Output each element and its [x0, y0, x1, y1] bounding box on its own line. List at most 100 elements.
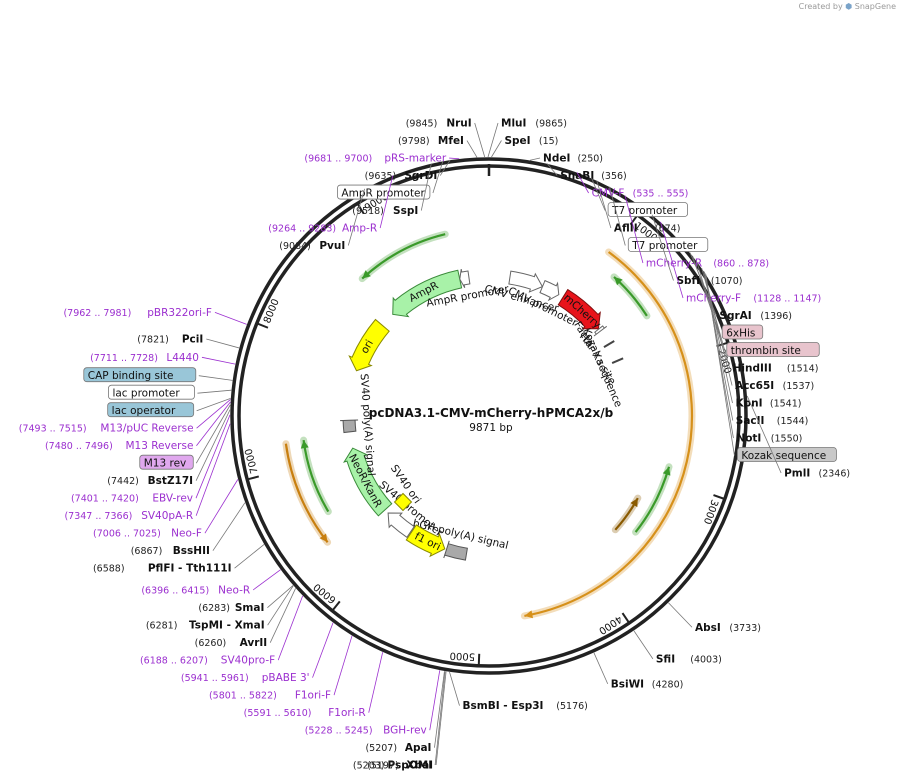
leader-line — [491, 140, 502, 158]
label-absi: AbsI(3733) — [695, 622, 761, 634]
ring-tick-8000 — [257, 322, 269, 329]
leader-line — [449, 157, 460, 160]
leader-line — [195, 404, 231, 464]
label-name: SpeI — [504, 135, 530, 147]
plasmid-length: 9871 bp — [469, 422, 513, 434]
inner-arc-arrowhead — [524, 610, 533, 619]
label-name: Amp-R — [342, 223, 377, 235]
label-ampr-promoter: AmpR promoter — [337, 184, 431, 200]
label-sacii: SacII(1544) — [736, 415, 809, 427]
label-position: (5207) — [365, 743, 397, 754]
leader-line — [420, 163, 432, 211]
backbone-ring — [230, 157, 748, 675]
label-lac-operator: lac operator — [107, 402, 195, 417]
leader-line — [201, 356, 236, 365]
label-box — [721, 324, 764, 340]
label-position: (1537) — [783, 381, 815, 392]
leader-line — [267, 585, 294, 608]
label-pcii: PciI(7821) — [137, 334, 203, 346]
label-name: AbsI — [695, 622, 721, 634]
leader-line — [576, 172, 589, 194]
leader-line — [234, 544, 265, 569]
inner-arc-arrowhead — [662, 466, 671, 476]
label-name: ApaI — [405, 742, 432, 754]
label-sfii: SfiI(4003) — [656, 653, 722, 665]
label-sspi: SspI(9518) — [352, 205, 418, 217]
label-name: pBR322ori-F — [147, 307, 212, 319]
label-name: SfiI — [656, 653, 675, 665]
label-name: KpnI — [735, 398, 762, 410]
label-pvui: PvuI(9084) — [279, 240, 345, 252]
label-nrui: NruI(9845) — [406, 118, 472, 130]
label-mcherry-f: mCherry-F(1128 .. 1147) — [686, 293, 821, 305]
plasmid-title-block: pcDNA3.1-CMV-mCherry-hPMCA2x/b 9871 bp — [369, 406, 614, 434]
label-sv40pa-r: SV40pA-R(7347 .. 7366) — [64, 510, 193, 522]
label-f1ori-r: F1ori-R(5591 .. 5610) — [244, 707, 366, 719]
inner-arcs — [282, 230, 696, 620]
label-name: PmlI — [784, 468, 810, 480]
leader-line — [269, 588, 296, 643]
leader-line — [434, 671, 446, 766]
label-ebv-rev: EBV-rev(7401 .. 7420) — [71, 493, 193, 505]
label-position: (9084) — [279, 241, 311, 252]
label-position: (6260) — [195, 638, 227, 649]
label-neo-r: Neo-R(6396 .. 6415) — [141, 584, 250, 596]
label-position: (5203) — [353, 761, 385, 772]
inner-arc-arrowhead — [362, 270, 371, 279]
label-smai: SmaI (6283) — [198, 602, 264, 614]
label-position: (5591 .. 5610) — [244, 708, 312, 719]
snapgene-brand-text: SnapGene — [854, 2, 896, 11]
label-hindiii: HindIII(1514) — [733, 363, 819, 375]
label-name: 6xHis — [726, 328, 755, 340]
label-name: BsiWI — [611, 678, 644, 690]
label-ndei: NdeI(250) — [543, 153, 603, 165]
leader-line — [432, 161, 444, 194]
label-position: (6588) — [93, 564, 125, 575]
label-6xhis: 6xHis — [721, 324, 764, 340]
leader-line — [651, 214, 674, 281]
label-name: L4440 — [166, 352, 199, 364]
backbone-outer-circle — [230, 157, 748, 675]
label-neo-f: Neo-F(7006 .. 7025) — [93, 528, 202, 540]
label-spei: SpeI(15) — [504, 135, 558, 147]
label-thrombin-site: thrombin site — [726, 342, 820, 357]
label-sv40pro-f: SV40pro-F(6188 .. 6207) — [140, 655, 275, 667]
label-name: SgrDI — [404, 170, 437, 182]
leader-line — [212, 502, 246, 551]
label-name: BssHII — [173, 545, 210, 557]
label-name: M13/pUC Reverse — [100, 423, 193, 435]
label-position: (1541) — [770, 399, 802, 410]
label-name: pBABE 3' — [262, 672, 310, 684]
label-mlui: MluI(9865) — [501, 118, 567, 130]
label-name: SmaI — [235, 602, 265, 614]
label-bsmbi-esp3i: BsmBI - Esp3I(5176) — [463, 700, 588, 712]
label-position: (9865) — [535, 119, 567, 130]
label-name: NdeI — [543, 153, 570, 165]
label-bsshii: BssHII(6867) — [131, 545, 210, 557]
label-position: (7006 .. 7025) — [93, 529, 161, 540]
leader-line — [529, 157, 541, 161]
inner-arc-line — [361, 233, 446, 280]
label-name: TspMI - XmaI — [189, 620, 265, 632]
feature-kozak-sequence-label: Kozak sequence — [580, 326, 624, 409]
leader-line — [696, 260, 725, 351]
label-bgh-rev: BGH-rev(5228 .. 5245) — [305, 725, 427, 737]
label-name: BstZ17I — [148, 475, 193, 487]
leader-line — [206, 338, 240, 349]
feature-mcherry-shape — [557, 288, 601, 330]
snapgene-logo-icon: ⬢ — [845, 2, 853, 11]
label-name: lac promoter — [112, 388, 180, 400]
label-position: (4280) — [652, 679, 684, 690]
leader-line — [198, 375, 233, 381]
leader-line — [609, 186, 626, 246]
label-name: Kozak sequence — [741, 450, 826, 462]
inner-arc-glow — [358, 230, 449, 283]
label-tspmi-xmai: TspMI - XmaI(6281) — [146, 620, 265, 632]
label-position: (6283) — [198, 603, 230, 614]
ring-tick-label: 6000 — [312, 581, 339, 606]
feature-sv40-ori-marker — [393, 492, 413, 512]
leader-line — [449, 671, 460, 706]
label-position: (5801 .. 5822) — [209, 691, 277, 702]
label-name: CAP binding site — [88, 370, 174, 382]
label-name: M13 rev — [144, 458, 187, 470]
